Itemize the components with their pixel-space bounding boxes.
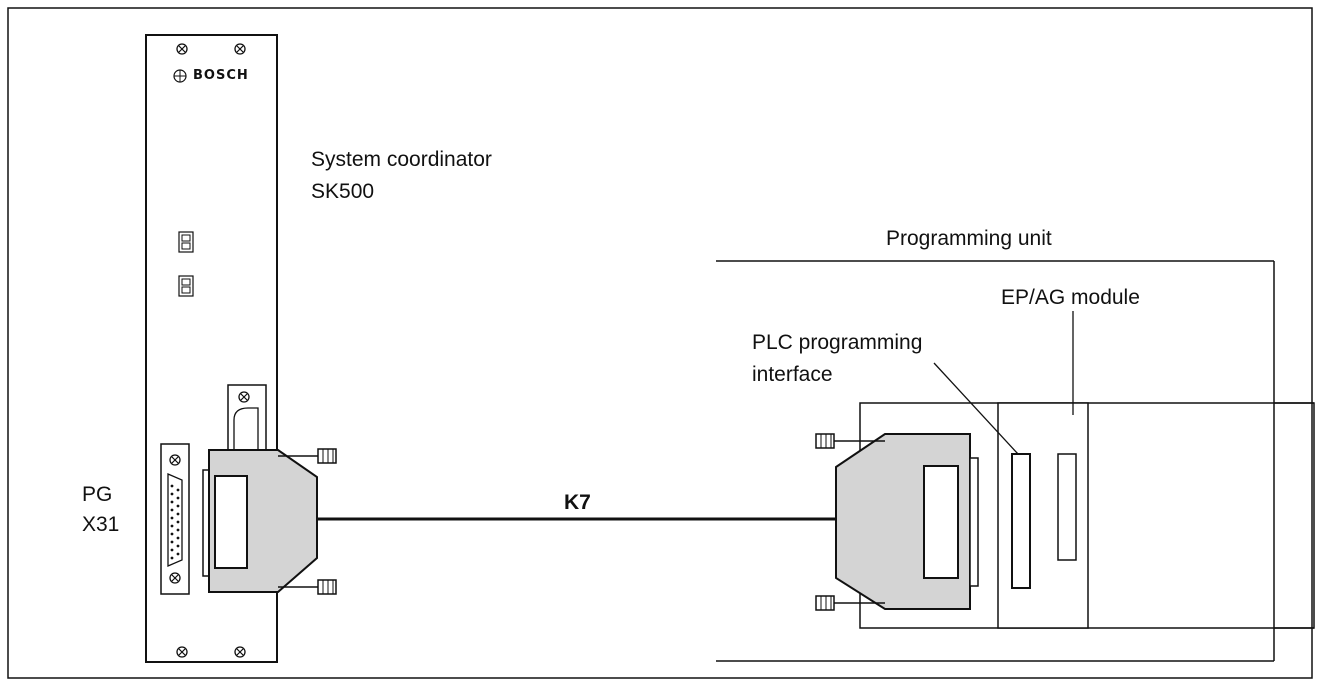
right-cable-plug xyxy=(815,433,979,611)
diagram-frame xyxy=(7,7,1313,679)
ep-ag-module-label: EP/AG module xyxy=(1001,286,1140,309)
plc-leader-line xyxy=(933,362,1019,455)
programming-unit xyxy=(716,260,1315,662)
screw-icon xyxy=(238,391,250,403)
port-label: PG xyxy=(82,483,113,506)
system-coordinator-model-label: SK500 xyxy=(311,180,375,203)
system-coordinator-label: System coordinator xyxy=(311,148,492,171)
screw-icon xyxy=(169,454,181,466)
upper-connector xyxy=(227,384,267,454)
plc-interface-label: PLC programming xyxy=(752,331,923,354)
plc-programming-interface-socket xyxy=(1011,453,1031,589)
bosch-logo-icon xyxy=(173,69,187,83)
seven-segment-display xyxy=(178,275,194,297)
cable-label: K7 xyxy=(564,491,591,514)
seven-segment-display xyxy=(178,231,194,253)
left-cable-plug xyxy=(202,448,337,595)
screw-icon xyxy=(176,43,188,55)
programming-unit-label: Programming unit xyxy=(886,227,1052,250)
plc-interface-label-line2: interface xyxy=(752,363,833,386)
port-id-label: X31 xyxy=(82,513,120,536)
screw-icon xyxy=(234,646,246,658)
brand-logo-text: BOSCH xyxy=(193,68,249,83)
screw-icon xyxy=(176,646,188,658)
screw-icon xyxy=(169,572,181,584)
screw-icon xyxy=(234,43,246,55)
pg-x31-port xyxy=(160,443,190,595)
